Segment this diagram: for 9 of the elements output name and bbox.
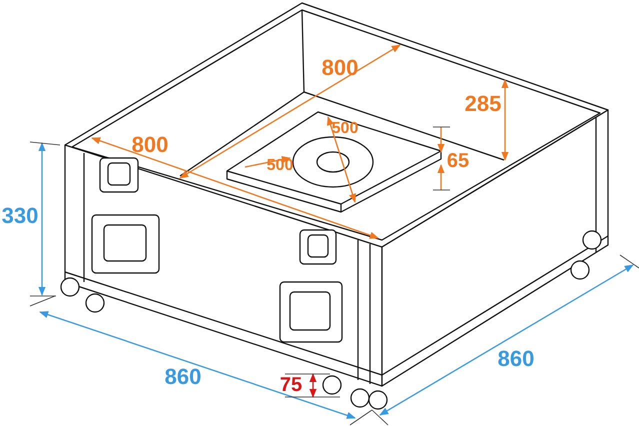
dimension-value: 330 [2, 205, 38, 227]
dimension-value: 800 [132, 134, 168, 156]
dimension-value: 500 [332, 121, 358, 137]
dimension-value: 800 [322, 57, 358, 79]
dimension-value: 75 [280, 375, 302, 395]
dimension-value: 860 [498, 348, 534, 370]
dimension-value: 285 [464, 93, 502, 115]
dimension-value: 860 [164, 366, 202, 388]
dimension-value: 65 [446, 151, 470, 171]
